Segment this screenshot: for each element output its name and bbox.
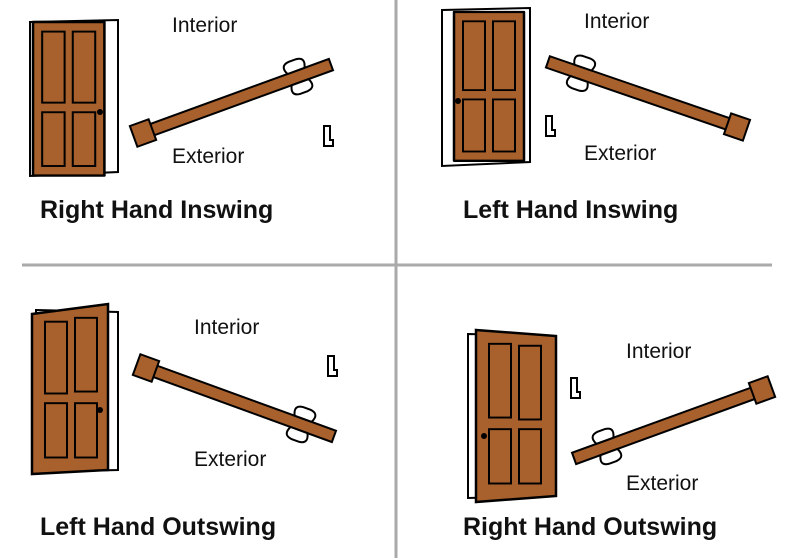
door-plan-view [543, 50, 752, 142]
door-plan-view [569, 375, 777, 470]
exterior-label: Exterior [172, 145, 244, 168]
door-plan-view [128, 53, 336, 148]
quadrant-right-hand-inswing: Interior Exterior Right Hand Inswing [29, 14, 336, 224]
quadrant-title: Left Hand Outswing [40, 513, 276, 541]
exterior-label: Exterior [584, 142, 656, 165]
door-plan-view [131, 353, 339, 448]
door-elevation [30, 302, 119, 476]
interior-label: Interior [584, 10, 649, 33]
door-elevation [29, 18, 119, 178]
door-elevation [467, 328, 558, 504]
interior-label: Interior [626, 340, 691, 363]
quadrant-title: Right Hand Outswing [463, 513, 717, 541]
quadrant-title: Left Hand Inswing [463, 196, 678, 224]
exterior-label: Exterior [194, 448, 266, 471]
exterior-label: Exterior [626, 472, 698, 495]
quadrant-left-hand-inswing: Interior Exterior Left Hand Inswing [441, 6, 752, 224]
quadrant-left-hand-outswing: Interior Exterior Left Hand Outswing [30, 302, 339, 541]
door-elevation [441, 6, 531, 168]
quadrant-right-hand-outswing: Interior Exterior Right Hand Outswing [463, 328, 777, 541]
quadrant-title: Right Hand Inswing [40, 196, 273, 224]
interior-label: Interior [194, 316, 259, 339]
interior-label: Interior [172, 14, 237, 37]
